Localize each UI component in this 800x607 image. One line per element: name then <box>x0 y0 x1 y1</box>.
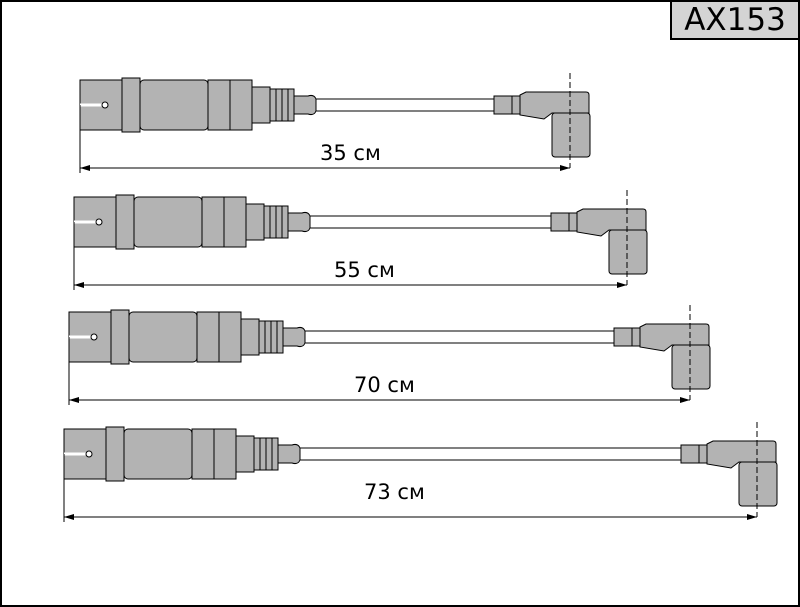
ring <box>105 426 125 482</box>
arrow-head <box>74 282 84 288</box>
collar <box>251 86 271 124</box>
boot-neck <box>287 211 311 233</box>
arrow-head <box>560 165 570 171</box>
arrow-head <box>747 514 757 520</box>
plug-leg <box>608 229 648 275</box>
length-label: 70 см <box>354 373 415 397</box>
collar <box>245 203 265 241</box>
wire <box>304 330 615 344</box>
plug-leg <box>671 344 711 390</box>
ring <box>115 194 135 250</box>
arrow-head <box>617 282 627 288</box>
arrow-head <box>80 165 90 171</box>
plug-leg <box>738 461 778 507</box>
ignition-cable <box>63 422 778 522</box>
terminal-hole <box>90 333 98 341</box>
ring <box>110 309 130 365</box>
terminal-hole <box>85 450 93 458</box>
wire <box>299 447 682 461</box>
boot-neck <box>277 443 301 465</box>
arrow-head <box>69 397 79 403</box>
connector-body <box>128 311 198 363</box>
plug-tube <box>493 95 521 115</box>
plug-leg <box>551 112 591 158</box>
wire <box>309 215 552 229</box>
arrow-head <box>680 397 690 403</box>
plug-tube <box>550 212 578 232</box>
plug-elbow <box>576 208 647 237</box>
plug-tube <box>680 444 708 464</box>
ring <box>121 77 141 133</box>
length-label: 55 см <box>334 258 395 282</box>
length-label: 35 см <box>320 141 381 165</box>
ignition-cable <box>73 190 648 290</box>
plug-elbow <box>639 323 710 352</box>
arrow-head <box>64 514 74 520</box>
collar <box>235 435 255 473</box>
connector-body <box>139 79 209 131</box>
wire <box>315 98 495 112</box>
boot-neck <box>293 94 317 116</box>
connector-body <box>123 428 193 480</box>
boot-neck <box>282 326 306 348</box>
plug-elbow <box>706 440 777 469</box>
collar <box>240 318 260 356</box>
ignition-cable <box>79 73 591 173</box>
plug-elbow <box>519 91 590 120</box>
connector-body <box>133 196 203 248</box>
length-label: 73 см <box>364 480 425 504</box>
terminal-hole <box>95 218 103 226</box>
terminal-hole <box>101 101 109 109</box>
part-code-label: AX153 <box>670 2 798 40</box>
ignition-cable <box>68 305 711 405</box>
plug-tube <box>613 327 641 347</box>
